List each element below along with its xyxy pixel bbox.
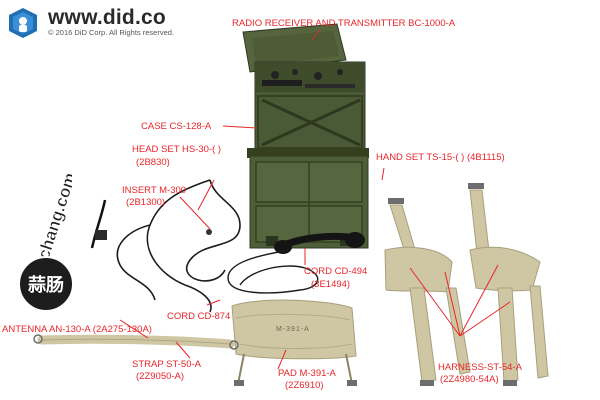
pad-marking-text: M-391-A xyxy=(276,326,310,333)
label-insert-code: (2B1300) xyxy=(126,197,166,208)
label-pad-code: (2Z6910) xyxy=(285,380,324,391)
cord-cd494 xyxy=(227,249,319,294)
label-headset: HEAD SET HS-30-( ) xyxy=(132,144,222,155)
harness-st54 xyxy=(384,189,549,383)
brand-copyright: © 2016 DiD Corp. All Rights reserved. xyxy=(48,28,174,37)
label-insert: INSERT M-300 xyxy=(122,185,187,196)
label-strap: STRAP ST-50-A xyxy=(132,359,201,370)
radio-unit xyxy=(242,23,369,249)
watermark-badge-icon: 蒜肠 xyxy=(18,256,74,312)
label-antenna: ANTENNA AN-130-A (2A275-130A) xyxy=(2,324,152,335)
svg-text:蒜肠: 蒜肠 xyxy=(28,274,64,296)
label-cord494-code: (3E1494) xyxy=(311,279,351,290)
label-case: CASE CS-128-A xyxy=(141,121,212,132)
label-handset: HAND SET TS-15-( ) (4B1115) xyxy=(376,152,505,163)
label-cord494: CORD CD-494 xyxy=(304,266,368,277)
headset-cable xyxy=(116,179,241,313)
pad-m391 xyxy=(231,299,357,386)
label-harness: HARNESS-ST-54-A xyxy=(438,362,522,373)
label-harness-code: (2Z4980-54A) xyxy=(440,374,499,385)
label-headset-code: (2B830) xyxy=(136,157,170,168)
leader-lines xyxy=(119,29,511,370)
label-pad: PAD M-391-A xyxy=(278,368,336,379)
harness-buckles xyxy=(388,183,517,386)
label-strap-code: (2Z9050-A) xyxy=(136,371,185,382)
label-cord874: CORD CD-874 xyxy=(167,311,231,322)
did-logo-icon xyxy=(9,8,37,38)
label-radio: RADIO RECEIVER AND TRANSMITTER BC-1000-A xyxy=(232,18,456,29)
antenna xyxy=(90,199,107,249)
strap-st50 xyxy=(33,334,239,350)
brand-url[interactable]: www.did.co xyxy=(48,6,166,29)
